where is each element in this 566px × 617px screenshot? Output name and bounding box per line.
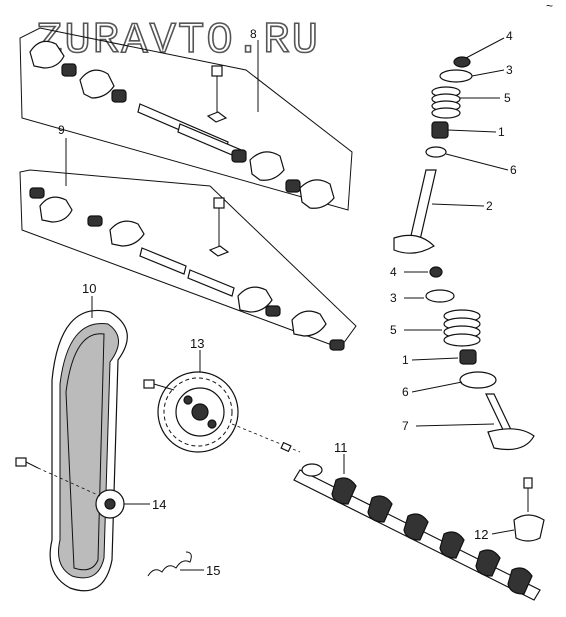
camshaft-sprocket-13: 13: [143, 336, 301, 453]
callout-3-upper: 3: [506, 63, 513, 77]
timing-belt-10: 10: [49, 281, 128, 592]
valve-group-upper: 4 3 5 1 6 2: [393, 29, 517, 254]
spring-15: 15: [147, 551, 220, 578]
callout-7: 7: [402, 419, 409, 433]
callout-14: 14: [152, 497, 166, 512]
callout-6-lower: 6: [402, 385, 409, 399]
watermark-text: ZURAVTO.RU: [36, 16, 320, 66]
callout-4-lower: 4: [390, 265, 397, 279]
callout-2: 2: [486, 199, 493, 213]
callout-6-upper: 6: [510, 163, 517, 177]
callout-4-upper: 4: [506, 29, 513, 43]
callout-1-lower: 1: [402, 353, 409, 367]
belt-bolt-left: [15, 457, 101, 497]
rocker-assembly-9: 9: [19, 123, 357, 351]
tensioner-14: 14: [95, 489, 166, 519]
rocker-assembly-8: 8: [19, 27, 353, 211]
callout-13: 13: [190, 336, 204, 351]
callout-1-upper: 1: [498, 125, 505, 139]
callout-5-lower: 5: [390, 323, 397, 337]
corner-mark: ~: [546, 0, 553, 13]
callout-15: 15: [206, 563, 220, 578]
bearing-clamp-12: 12: [474, 477, 545, 542]
callout-5-upper: 5: [504, 91, 511, 105]
callout-8: 8: [250, 27, 257, 41]
callout-11: 11: [334, 440, 348, 455]
callout-12: 12: [474, 527, 488, 542]
callout-9: 9: [58, 123, 65, 137]
camshaft-11: 11: [280, 440, 541, 601]
callout-3-lower: 3: [390, 291, 397, 305]
callout-10: 10: [82, 281, 96, 296]
valve-group-lower: 4 3 5 1 6 7: [390, 265, 535, 451]
